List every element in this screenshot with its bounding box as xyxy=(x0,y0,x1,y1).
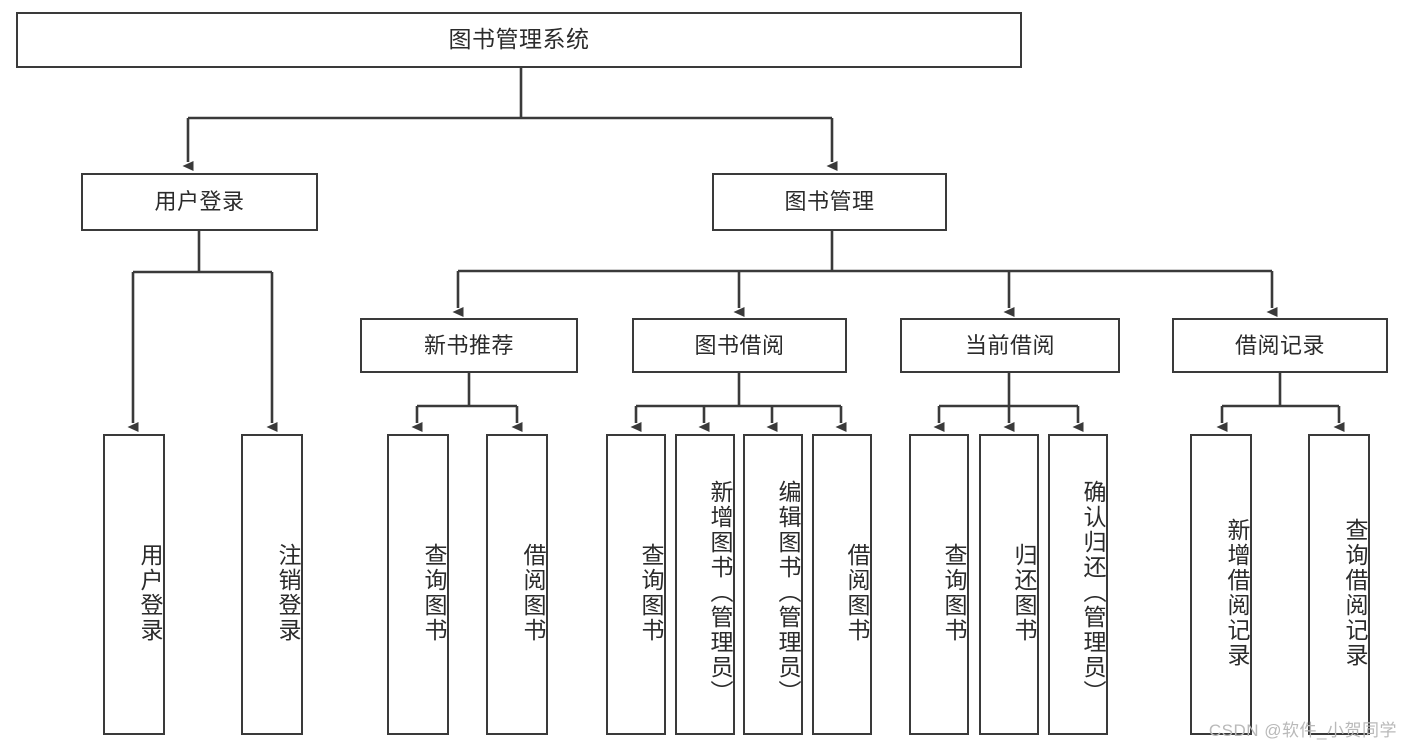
node-user-login[interactable]: 用户登录 xyxy=(81,173,318,231)
leaf-current-query-book[interactable]: 查询图书 xyxy=(909,434,969,735)
node-label: 借阅记录 xyxy=(1234,332,1325,358)
node-label: 用户登录 xyxy=(154,189,245,215)
leaf-current-return-book[interactable]: 归还图书 xyxy=(979,434,1039,735)
node-label: 确认归还（管理员） xyxy=(1080,480,1106,705)
node-current-borrow[interactable]: 当前借阅 xyxy=(900,318,1120,373)
node-label: 图书管理系统 xyxy=(448,26,590,53)
leaf-borrow-borrow-book[interactable]: 借阅图书 xyxy=(812,434,872,735)
node-label: 新书推荐 xyxy=(423,332,514,358)
node-new-book-recommend[interactable]: 新书推荐 xyxy=(360,318,578,373)
leaf-borrow-query-book[interactable]: 查询图书 xyxy=(606,434,666,735)
node-label: 查询图书 xyxy=(421,542,447,643)
leaf-user-logout[interactable]: 注销登录 xyxy=(241,434,303,735)
leaf-borrow-edit-book-admin[interactable]: 编辑图书（管理员） xyxy=(743,434,803,735)
node-label: 新增借阅记录 xyxy=(1224,517,1250,668)
node-book-borrow[interactable]: 图书借阅 xyxy=(632,318,847,373)
leaf-recommend-query-book[interactable]: 查询图书 xyxy=(387,434,449,735)
node-label: 新增图书（管理员） xyxy=(707,480,733,705)
node-root-system[interactable]: 图书管理系统 xyxy=(16,12,1022,68)
node-label: 编辑图书（管理员） xyxy=(775,480,801,705)
node-label: 图书管理 xyxy=(784,189,875,215)
node-label: 借阅图书 xyxy=(520,542,546,643)
node-label: 当前借阅 xyxy=(964,332,1055,358)
leaf-record-add-borrow-record[interactable]: 新增借阅记录 xyxy=(1190,434,1252,735)
node-label: 查询图书 xyxy=(638,542,664,643)
leaf-record-query-borrow-record[interactable]: 查询借阅记录 xyxy=(1308,434,1370,735)
leaf-borrow-add-book-admin[interactable]: 新增图书（管理员） xyxy=(675,434,735,735)
node-label: 查询图书 xyxy=(941,542,967,643)
node-label: 查询借阅记录 xyxy=(1342,517,1368,668)
node-book-management[interactable]: 图书管理 xyxy=(712,173,947,231)
leaf-current-confirm-return-admin[interactable]: 确认归还（管理员） xyxy=(1048,434,1108,735)
node-label: 借阅图书 xyxy=(844,542,870,643)
leaf-user-login[interactable]: 用户登录 xyxy=(103,434,165,735)
node-label: 归还图书 xyxy=(1011,542,1037,643)
node-label: 图书借阅 xyxy=(694,332,785,358)
node-label: 用户登录 xyxy=(137,542,163,643)
node-borrow-record[interactable]: 借阅记录 xyxy=(1172,318,1388,373)
leaf-recommend-borrow-book[interactable]: 借阅图书 xyxy=(486,434,548,735)
csdn-watermark: CSDN @软件_小贺同学 xyxy=(1208,721,1397,740)
node-label: 注销登录 xyxy=(275,542,301,643)
